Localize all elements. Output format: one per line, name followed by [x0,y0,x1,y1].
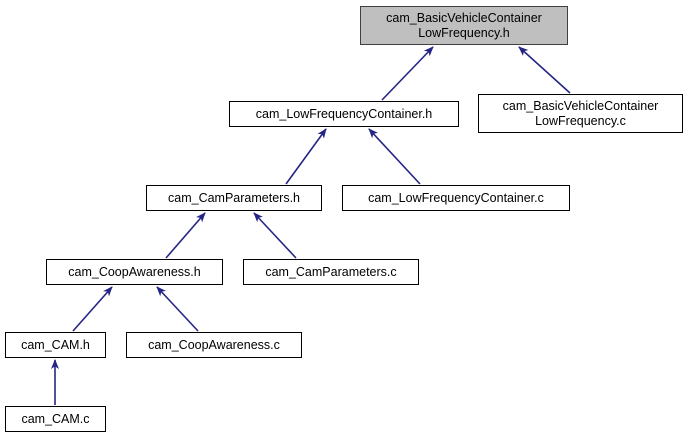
graph-node-bvclf_h[interactable]: cam_BasicVehicleContainer LowFrequency.h [360,6,568,45]
graph-node-label: cam_CAM.c [21,411,90,426]
graph-edge-camparams_h-to-lfc_h [285,128,327,185]
graph-node-label: cam_CamParameters.h [168,190,300,205]
graph-node-label: cam_CAM.h [21,337,90,352]
graph-edge-coop_c-to-coop_h [156,286,199,332]
graph-node-label: cam_CoopAwareness.h [68,264,201,279]
graph-node-lfc_c[interactable]: cam_LowFrequencyContainer.c [342,185,570,211]
graph-node-camparams_c[interactable]: cam_CamParameters.c [243,259,419,285]
graph-node-label: cam_BasicVehicleContainer LowFrequency.h [386,10,542,40]
graph-node-label: cam_CamParameters.c [265,264,397,279]
graph-node-label: cam_LowFrequencyContainer.c [368,190,544,205]
graph-edge-lfc_h-to-bvclf_h [381,46,434,101]
graph-node-coop_c[interactable]: cam_CoopAwareness.c [126,332,302,358]
edges-group [51,46,571,405]
graph-node-lfc_h[interactable]: cam_LowFrequencyContainer.h [229,101,459,127]
graph-node-label: cam_BasicVehicleContainer LowFrequency.c [502,98,659,128]
graph-node-label: cam_CoopAwareness.c [148,337,280,352]
graph-node-label: cam_LowFrequencyContainer.h [255,106,433,121]
graph-edge-lfc_c-to-lfc_h [368,128,421,185]
graph-node-cam_c[interactable]: cam_CAM.c [5,406,106,432]
graph-node-cam_h[interactable]: cam_CAM.h [5,332,106,358]
graph-edge-camparams_c-to-camparams_h [253,212,297,259]
graph-node-bvclf_c[interactable]: cam_BasicVehicleContainer LowFrequency.c [478,94,683,133]
graph-node-camparams_h[interactable]: cam_CamParameters.h [146,185,322,211]
graph-edge-bvclf_c-to-bvclf_h [518,46,571,94]
graph-node-coop_h[interactable]: cam_CoopAwareness.h [46,259,223,285]
graph-edge-coop_h-to-camparams_h [165,212,206,259]
graph-edge-cam_h-to-coop_h [72,286,113,332]
